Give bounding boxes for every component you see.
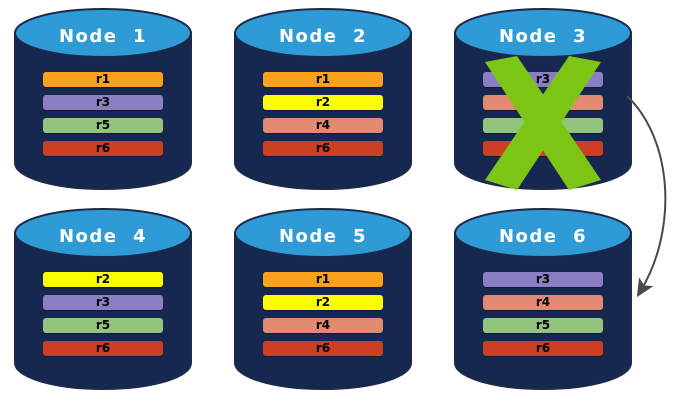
replica-bar-r4[interactable]: r4 [483,95,603,110]
replica-bar-label: r6 [535,341,551,355]
replica-bar-label: r3 [95,95,111,109]
replica-bar-r6[interactable]: r6 [483,141,603,156]
replica-bar-r2[interactable]: r2 [263,95,383,110]
replica-bar-label: r4 [315,118,331,132]
replica-bar-label: r6 [315,141,331,155]
replica-bar-label: r3 [535,72,551,86]
replica-bar-label: r4 [535,295,551,309]
replica-bar-list: r3 r4 r5 r6 [483,72,603,164]
replica-bar-r4[interactable]: r4 [263,118,383,133]
replica-bar-list: r1 r3 r5 r6 [43,72,163,164]
replica-bar-label: r5 [535,318,551,332]
replica-bar-r6[interactable]: r6 [263,141,383,156]
replica-bar-list: r3 r4 r5 r6 [483,272,603,364]
replica-bar-r5[interactable]: r5 [43,318,163,333]
replica-bar-r2[interactable]: r2 [263,295,383,310]
replica-bar-r6[interactable]: r6 [43,141,163,156]
replica-bar-label: r6 [535,141,551,155]
replica-bar-label: r2 [315,95,331,109]
replica-bar-r4[interactable]: r4 [483,295,603,310]
replica-bar-r5[interactable]: r5 [483,118,603,133]
replica-bar-label: r5 [95,318,111,332]
replica-bar-r3[interactable]: r3 [43,95,163,110]
cylinder-top-ellipse [454,8,632,58]
replica-bar-label: r5 [535,118,551,132]
replica-bar-r5[interactable]: r5 [43,118,163,133]
replica-bar-r4[interactable]: r4 [263,318,383,333]
replica-bar-r6[interactable]: r6 [263,341,383,356]
replica-bar-r5[interactable]: r5 [483,318,603,333]
cylinder-top-ellipse [234,208,412,258]
replica-bar-label: r3 [95,295,111,309]
replica-bar-label: r1 [315,272,331,286]
replica-bar-r3[interactable]: r3 [483,72,603,87]
replica-bar-label: r4 [315,318,331,332]
replica-bar-list: r1 r2 r4 r6 [263,272,383,364]
replica-bar-label: r4 [535,95,551,109]
replica-bar-label: r1 [315,72,331,86]
replica-bar-r6[interactable]: r6 [483,341,603,356]
replica-bar-label: r6 [315,341,331,355]
replica-bar-list: r2 r3 r5 r6 [43,272,163,364]
replica-bar-r1[interactable]: r1 [263,272,383,287]
replica-bar-label: r1 [95,72,111,86]
replica-bar-label: r6 [95,141,111,155]
replica-bar-label: r2 [95,272,111,286]
cylinder-top-ellipse [454,208,632,258]
cylinder-top-ellipse [14,208,192,258]
replica-bar-r3[interactable]: r3 [483,272,603,287]
replica-bar-label: r2 [315,295,331,309]
replica-bar-label: r5 [95,118,111,132]
replica-bar-r3[interactable]: r3 [43,295,163,310]
replica-bar-r2[interactable]: r2 [43,272,163,287]
cylinder-top-ellipse [234,8,412,58]
replica-bar-r6[interactable]: r6 [43,341,163,356]
replica-bar-label: r6 [95,341,111,355]
cylinder-top-ellipse [14,8,192,58]
replica-bar-label: r3 [535,272,551,286]
replica-bar-list: r1 r2 r4 r6 [263,72,383,164]
replica-bar-r1[interactable]: r1 [263,72,383,87]
replica-bar-r1[interactable]: r1 [43,72,163,87]
